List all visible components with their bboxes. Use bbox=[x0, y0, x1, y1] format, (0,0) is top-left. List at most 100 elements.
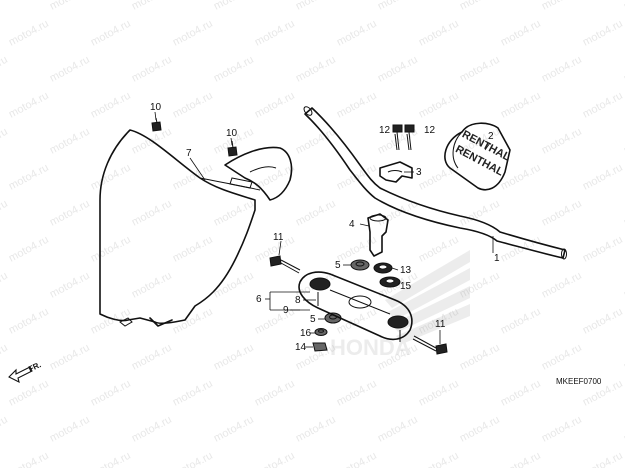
watermark-text: moto4.ru bbox=[48, 126, 92, 157]
bolt-12-left bbox=[392, 124, 403, 151]
callout-5-upper: 5 bbox=[335, 260, 341, 271]
top-bridge bbox=[298, 271, 413, 342]
callout-15: 15 bbox=[400, 281, 412, 292]
watermark-text: moto4.ru bbox=[335, 90, 379, 121]
upper-handlebar-holder bbox=[379, 161, 413, 183]
watermark-text: moto4.ru bbox=[540, 0, 584, 13]
watermark-text: moto4.ru bbox=[540, 54, 584, 85]
lower-handlebar-holder bbox=[367, 213, 389, 257]
watermark-text: moto4.ru bbox=[212, 414, 256, 445]
watermark-text: moto4.ru bbox=[540, 414, 584, 445]
watermark-text: moto4.ru bbox=[171, 18, 215, 49]
watermark-text: moto4.ru bbox=[130, 0, 174, 13]
watermark-text: moto4.ru bbox=[417, 378, 461, 409]
front-direction-arrow: FR. bbox=[8, 360, 43, 384]
washer-16 bbox=[314, 328, 328, 336]
handlebar bbox=[303, 106, 567, 260]
callouts: 1 2 3 4 5 5 6 7 8 9 10 10 11 11 12 12 13… bbox=[150, 102, 500, 353]
watermark-text: moto4.ru bbox=[212, 342, 256, 373]
callout-2: 2 bbox=[488, 131, 494, 142]
watermark-text: moto4.ru bbox=[622, 0, 625, 13]
watermark-text: moto4.ru bbox=[171, 90, 215, 121]
watermark-text: moto4.ru bbox=[294, 198, 338, 229]
watermark-text: moto4.ru bbox=[540, 198, 584, 229]
watermark-text: moto4.ru bbox=[48, 270, 92, 301]
watermark-text: moto4.ru bbox=[0, 54, 10, 85]
watermark-text: moto4.ru bbox=[294, 126, 338, 157]
watermark-text: moto4.ru bbox=[212, 198, 256, 229]
watermark-text: moto4.ru bbox=[0, 414, 10, 445]
front-number-plate bbox=[99, 129, 293, 327]
leader-lines bbox=[154, 111, 494, 348]
bolt-10-right bbox=[227, 140, 238, 157]
watermark-text: moto4.ru bbox=[130, 54, 174, 85]
watermark-text: moto4.ru bbox=[499, 378, 543, 409]
bolt-11-left bbox=[269, 255, 301, 274]
watermark-text: moto4.ru bbox=[0, 198, 10, 229]
callout-16: 16 bbox=[300, 328, 312, 339]
callout-3: 3 bbox=[416, 167, 422, 178]
watermark-text: moto4.ru bbox=[7, 306, 51, 337]
watermark-text: moto4.ru bbox=[171, 378, 215, 409]
callout-5-lower: 5 bbox=[310, 314, 316, 325]
watermark-text: moto4.ru bbox=[89, 90, 133, 121]
watermark-text: moto4.ru bbox=[540, 270, 584, 301]
callout-10-left: 10 bbox=[150, 102, 162, 113]
watermark-text: moto4.ru bbox=[7, 162, 51, 193]
watermark-text: moto4.ru bbox=[89, 378, 133, 409]
callout-7: 7 bbox=[186, 148, 192, 159]
watermark-text: moto4.ru bbox=[458, 0, 502, 13]
watermark-text: moto4.ru bbox=[458, 198, 502, 229]
watermark-text: moto4.ru bbox=[499, 450, 543, 468]
watermark-text: moto4.ru bbox=[581, 18, 625, 49]
watermark-text: moto4.ru bbox=[335, 450, 379, 468]
watermark-text: moto4.ru bbox=[171, 450, 215, 468]
rubber-5-upper bbox=[350, 259, 370, 271]
watermark-text: moto4.ru bbox=[253, 450, 297, 468]
watermark-text: moto4.ru bbox=[458, 342, 502, 373]
watermark-text: moto4.ru bbox=[89, 162, 133, 193]
callout-12-left: 12 bbox=[379, 125, 391, 136]
watermark-text: moto4.ru bbox=[294, 0, 338, 13]
watermark-text: moto4.ru bbox=[253, 378, 297, 409]
watermark-text: moto4.ru bbox=[581, 306, 625, 337]
callout-13: 13 bbox=[400, 265, 412, 276]
callout-14: 14 bbox=[295, 342, 307, 353]
watermark-text: moto4.ru bbox=[499, 90, 543, 121]
watermark-text: moto4.ru bbox=[0, 270, 10, 301]
watermark-text: moto4.ru bbox=[0, 126, 10, 157]
watermark-text: moto4.ru bbox=[540, 342, 584, 373]
watermark-text: moto4.ru bbox=[335, 162, 379, 193]
watermark-text: moto4.ru bbox=[581, 162, 625, 193]
watermark-text: moto4.ru bbox=[458, 54, 502, 85]
watermark-text: moto4.ru bbox=[499, 306, 543, 337]
watermark-text: moto4.ru bbox=[253, 90, 297, 121]
watermark-text: moto4.ru bbox=[499, 162, 543, 193]
callout-1: 1 bbox=[494, 253, 500, 264]
watermark-text: moto4.ru bbox=[7, 90, 51, 121]
watermark-text: moto4.ru bbox=[48, 198, 92, 229]
callout-4: 4 bbox=[349, 219, 355, 230]
diagram-code: MKEEF0700 bbox=[556, 377, 602, 386]
watermark-text: moto4.ru bbox=[130, 270, 174, 301]
callout-12-right: 12 bbox=[424, 125, 436, 136]
watermark-text: moto4.ru bbox=[581, 450, 625, 468]
watermark-text: moto4.ru bbox=[171, 234, 215, 265]
watermark-text: moto4.ru bbox=[212, 0, 256, 13]
nut-14 bbox=[312, 342, 328, 352]
watermark-text: moto4.ru bbox=[89, 450, 133, 468]
watermark-text: moto4.ru bbox=[7, 378, 51, 409]
watermark-text: moto4.ru bbox=[417, 162, 461, 193]
callout-6: 6 bbox=[256, 294, 262, 305]
watermark-text: moto4.ru bbox=[7, 450, 51, 468]
bolt-11-right bbox=[412, 335, 448, 355]
watermark-text: moto4.ru bbox=[89, 18, 133, 49]
watermark-text: moto4.ru bbox=[48, 0, 92, 13]
watermark-text: moto4.ru bbox=[7, 234, 51, 265]
watermark-text: moto4.ru bbox=[7, 18, 51, 49]
callout-11-right: 11 bbox=[435, 319, 446, 330]
watermark-text: moto4.ru bbox=[376, 414, 420, 445]
rubber-13 bbox=[373, 262, 393, 274]
